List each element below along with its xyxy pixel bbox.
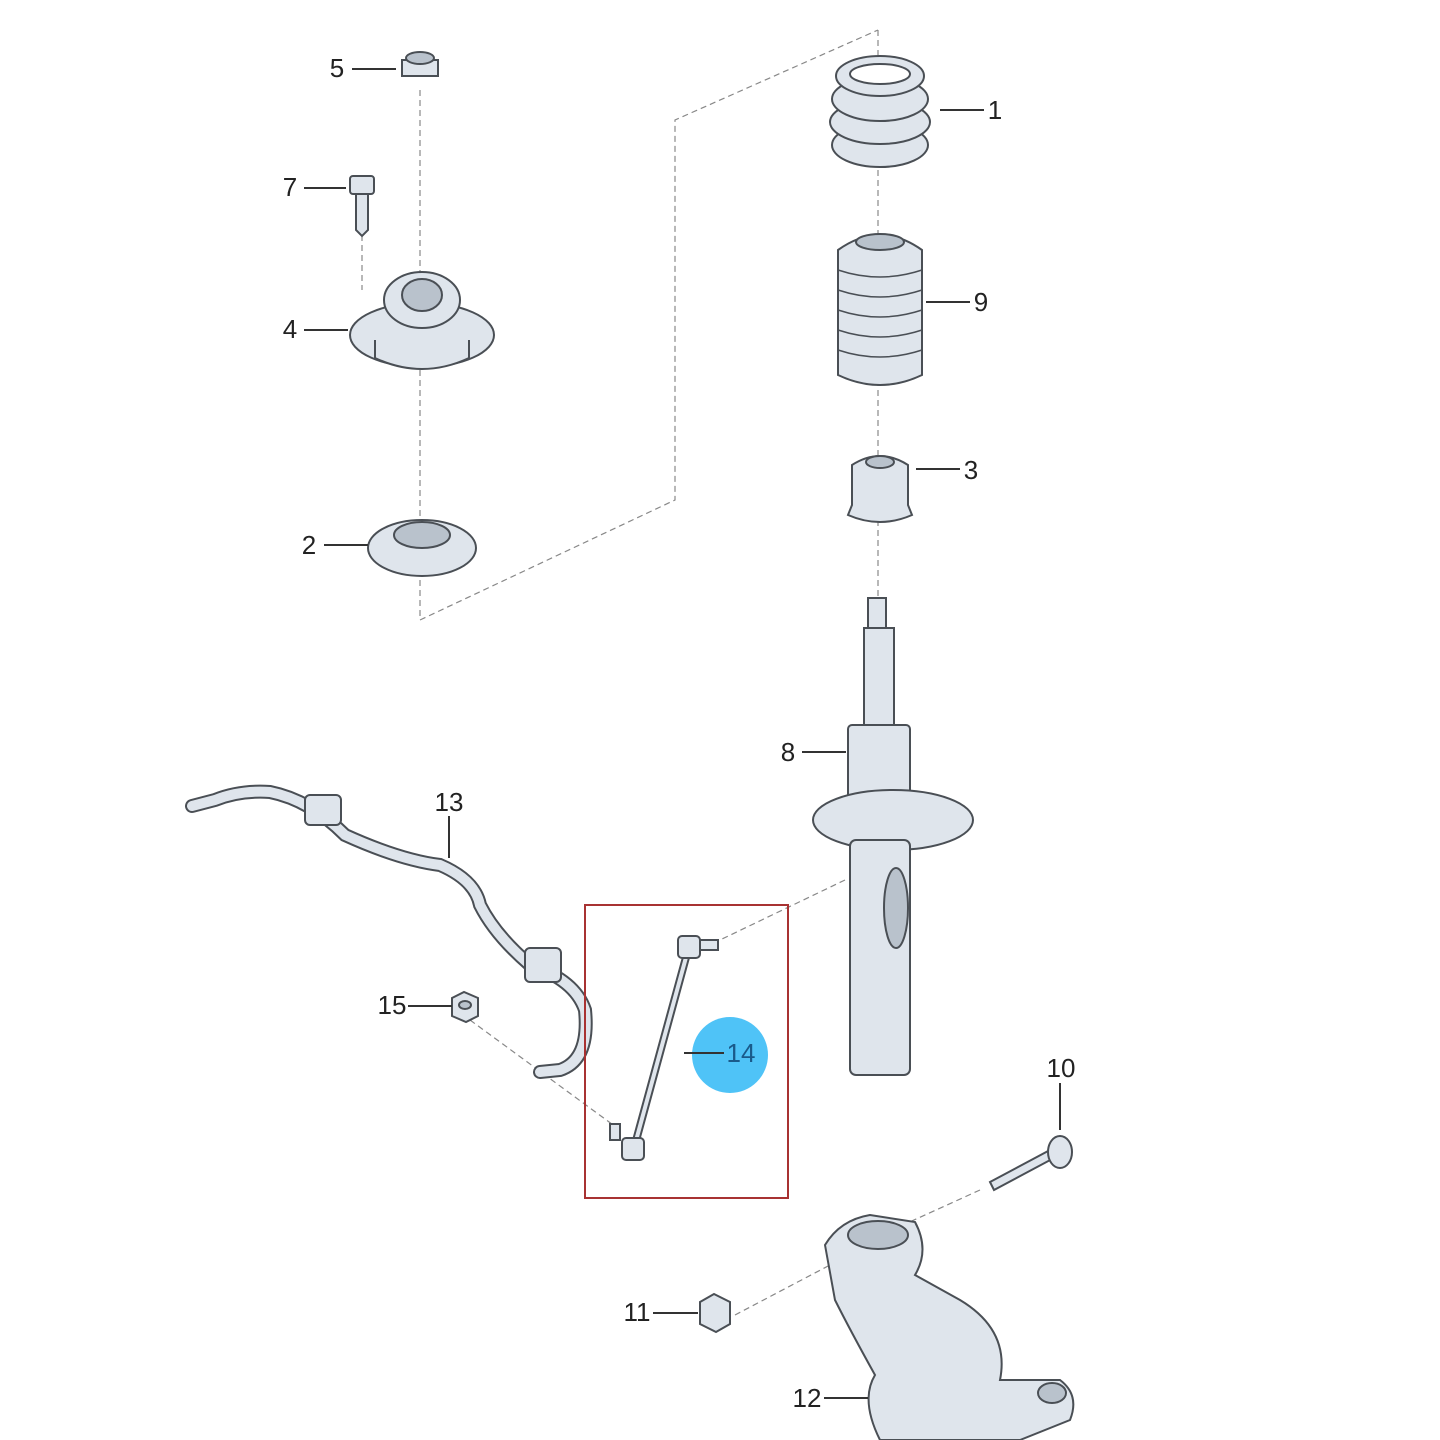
leader-lines [304, 68, 1061, 1399]
callout-15[interactable]: 15 [378, 990, 407, 1020]
callout-3[interactable]: 3 [964, 455, 978, 485]
part-5-nut[interactable] [401, 51, 439, 77]
callout-8[interactable]: 8 [781, 737, 795, 767]
callout-13[interactable]: 13 [435, 787, 464, 817]
callout-5[interactable]: 5 [330, 53, 344, 83]
callout-11[interactable]: 11 [624, 1297, 651, 1327]
part-12-steering-knuckle[interactable] [823, 1213, 1075, 1440]
part-3-bump-stop[interactable] [846, 455, 914, 523]
part-1-coil-spring[interactable] [829, 55, 931, 168]
callout-9[interactable]: 9 [974, 287, 988, 317]
part-4-strut-mount[interactable] [349, 271, 495, 370]
part-8-shock-absorber[interactable] [812, 597, 974, 1076]
part-13-stabilizer-bar[interactable] [185, 784, 593, 1079]
callout-2[interactable]: 2 [302, 530, 316, 560]
part-10-bolt[interactable] [988, 1135, 1073, 1192]
part-11-nut[interactable] [699, 1292, 731, 1334]
callout-7[interactable]: 7 [283, 172, 297, 202]
part-15-nut[interactable] [451, 990, 479, 1024]
highlight-marker [692, 1017, 768, 1093]
callout-14[interactable]: 14 [727, 1038, 756, 1068]
part-7-bolt[interactable] [349, 175, 375, 238]
callout-12[interactable]: 12 [793, 1383, 822, 1413]
part-2-bearing[interactable] [367, 519, 477, 577]
part-9-dust-boot[interactable] [837, 233, 923, 386]
part-14-stabilizer-link[interactable] [609, 935, 719, 1161]
selection-box [584, 904, 789, 1199]
callout-10[interactable]: 10 [1047, 1053, 1076, 1083]
callout-1[interactable]: 1 [988, 95, 1002, 125]
callout-4[interactable]: 4 [283, 314, 297, 344]
